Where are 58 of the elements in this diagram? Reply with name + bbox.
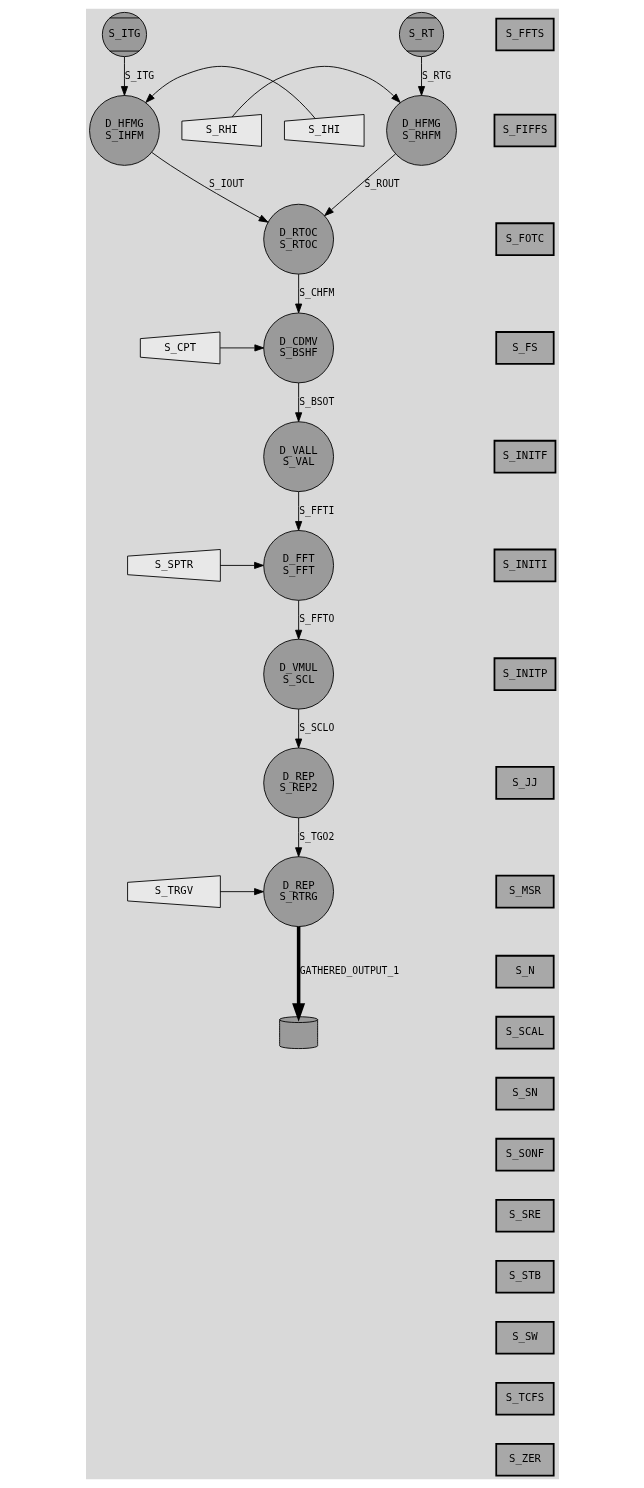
node-box: S_SPTR [126, 549, 221, 582]
node-box: S_FFTS [494, 17, 555, 52]
arrow [417, 56, 425, 96]
node-box: S_MSR [494, 874, 555, 909]
node-box: S_CPT [139, 331, 220, 365]
arrow [323, 153, 396, 217]
arrow [219, 561, 264, 569]
arrow [294, 817, 302, 857]
node-box: S_FOTC [494, 222, 555, 256]
arrow [219, 344, 264, 352]
node-box: S_SRE [494, 1198, 555, 1233]
edge-label: S_FFTO [298, 613, 334, 625]
node-circle: D_FFT S_FFT [262, 530, 334, 601]
arrow [219, 888, 264, 896]
node-box: S_INITF [493, 439, 556, 474]
arrow [294, 382, 302, 423]
node-box: S_TRGV [126, 875, 221, 908]
node-circle: S_RT [398, 11, 444, 58]
edge-label: GATHERED_OUTPUT_1 [299, 965, 399, 977]
arrow [231, 65, 401, 118]
arrow [294, 273, 302, 314]
node-box: S_SW [494, 1320, 555, 1355]
node-circle: D_CDMV S_BSHF [262, 312, 334, 384]
arrow [294, 708, 302, 749]
node-box: S_IHI [283, 114, 365, 147]
node-box: S_INITP [493, 657, 556, 691]
node-circle: S_ITG [101, 11, 147, 58]
edge-label: S_FFTI [298, 504, 334, 516]
edge-label: S_TGO2 [298, 830, 334, 842]
edge-label: S_BSOT [298, 395, 334, 407]
node-box: S_SCAL [494, 1015, 555, 1050]
node-box: S_SONF [494, 1137, 555, 1172]
node-box: S_ZER [494, 1442, 555, 1477]
edge-label: S_CHFM [298, 287, 334, 299]
node-box: S_N [494, 954, 555, 989]
arrow [120, 56, 128, 96]
edge-label: S_ROUT [364, 178, 400, 190]
edge-label: S_RTG [421, 69, 451, 81]
node-circle: D_REP S_RTRG [262, 856, 334, 927]
node-box: S_FS [494, 331, 555, 365]
node-circle: D_VALL S_VAL [262, 421, 334, 493]
node-box: S_TCFS [494, 1381, 555, 1416]
arrow [144, 65, 316, 119]
arrow [291, 926, 305, 1022]
edge-label: S_IOUT [208, 178, 244, 190]
edge-label: S_ITG [124, 69, 154, 81]
node-box: S_RHI [180, 114, 262, 147]
arrow [294, 600, 302, 640]
node-box: S_JJ [494, 766, 555, 800]
arrow [150, 151, 268, 223]
node-box: S_STB [494, 1259, 555, 1294]
arrow [294, 491, 302, 531]
edge-label: S_SCLO [298, 722, 334, 733]
node-circle: D_REP S_REP2 [262, 747, 334, 819]
node-box: S_SN [494, 1076, 555, 1111]
node-box: S_INITI [493, 548, 556, 583]
node-circle: D_VMUL S_SCL [262, 638, 334, 710]
node-box: S_FIFFS [493, 113, 556, 148]
